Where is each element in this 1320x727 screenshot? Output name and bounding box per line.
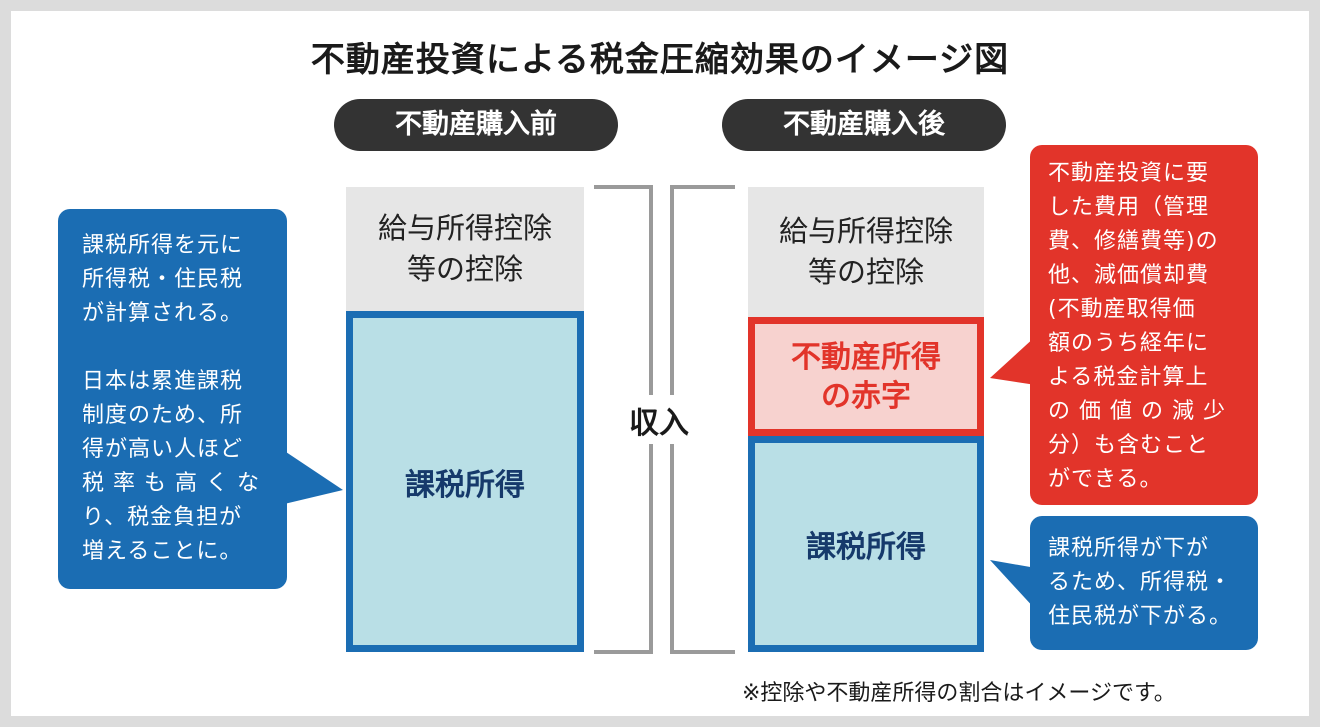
tax-reduction-bubble: 課税所得が下が るため、所得税・ 住民税が下がる。: [1030, 516, 1258, 650]
bracket-left-upper: [594, 185, 653, 395]
bracket-right-lower: [670, 444, 735, 654]
bracket-left-lower: [594, 444, 653, 654]
right-bottom-bubble-tail: [990, 560, 1036, 610]
diagram-title: 不動産投資による税金圧縮効果のイメージ図: [310, 40, 1010, 80]
footnote: ※控除や不動産所得の割合はイメージです。: [742, 681, 1176, 706]
real-estate-deficit-box: 不動産所得 の赤字: [748, 317, 984, 436]
right-top-bubble-tail: [990, 336, 1036, 385]
after-taxable-income-box: 課税所得: [748, 436, 984, 652]
before-deduction-box: 給与所得控除 等の控除: [346, 187, 584, 311]
expense-explanation-bubble: 不動産投資に要 した費用（管理 費、修繕費等)の 他、減価償却費 (不動産取得価…: [1030, 145, 1258, 505]
before-taxable-income-label: 課税所得: [405, 467, 525, 503]
after-taxable-income-label: 課税所得: [806, 530, 926, 565]
left-bubble-tail: [280, 448, 343, 505]
before-taxable-income-box: 課税所得: [346, 311, 584, 652]
bracket-right-upper: [670, 185, 735, 395]
left-explanation-bubble: 課税所得を元に 所得税・住民税 が計算される。 日本は累進課税 制度のため、所 …: [58, 209, 287, 589]
income-label: 収入: [629, 406, 689, 441]
after-header: 不動産購入後: [722, 99, 1006, 151]
after-deduction-box: 給与所得控除 等の控除: [748, 187, 984, 317]
before-header: 不動産購入前: [334, 99, 618, 151]
